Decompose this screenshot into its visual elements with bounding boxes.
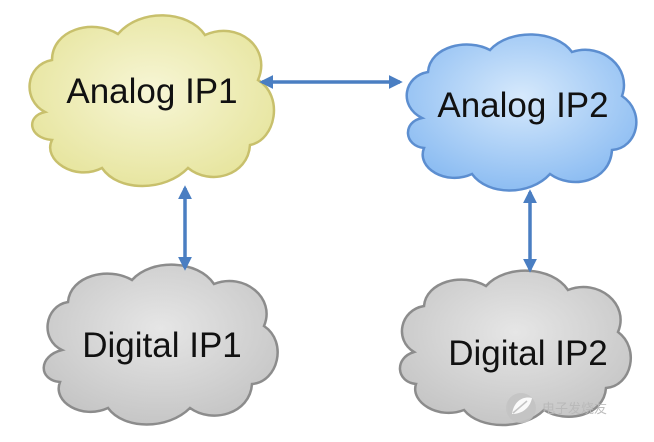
cloud-digital-ip1: Digital IP1 [42, 263, 279, 426]
cloud-digital-ip1-shape [42, 263, 279, 426]
cloud-analog-ip1: Analog IP1 [28, 14, 276, 188]
cloud-digital-ip2-shape [398, 269, 633, 427]
cloud-analog-ip1-shape [28, 14, 276, 188]
watermark-text: 电子发烧友 [542, 401, 607, 417]
cloud-analog-ip1-label: Analog IP1 [66, 72, 237, 111]
cloud-analog-ip2-label: Analog IP2 [437, 86, 608, 125]
cloud-digital-ip2-label: Digital IP2 [448, 334, 608, 373]
leaf-logo-icon [506, 393, 536, 423]
cloud-analog-ip2: Analog IP2 [405, 33, 638, 192]
watermark: 电子发烧友 [506, 393, 607, 423]
cloud-digital-ip2: Digital IP2 [398, 269, 633, 427]
cloud-analog-ip2-shape [405, 33, 638, 192]
cloud-digital-ip1-label: Digital IP1 [82, 326, 242, 365]
